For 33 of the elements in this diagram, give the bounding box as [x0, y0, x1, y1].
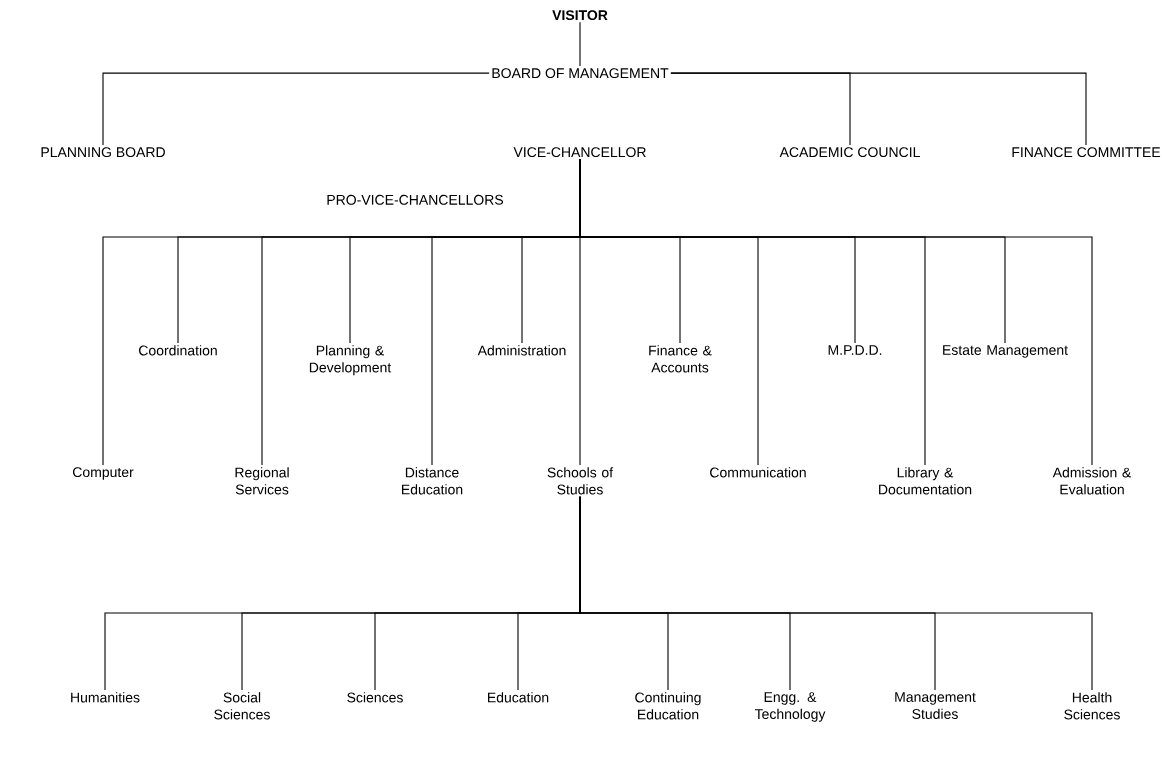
unit-label: Communication	[710, 467, 806, 478]
unit-label: Management Studies	[895, 692, 976, 719]
unit-label: Estate Management	[943, 345, 1068, 358]
unit-label: VICE-CHANCELLOR	[513, 147, 646, 158]
connector-line	[579, 158, 1093, 466]
unit-label: PLANNING BOARD	[41, 147, 165, 158]
unit-label: Sciences	[347, 692, 403, 703]
unit-label: Library & Documentation	[879, 467, 972, 495]
unit-label: M.P.D.D.	[828, 345, 882, 355]
title-text: VISITOR	[552, 10, 608, 21]
unit-label: Health Sciences	[1064, 692, 1120, 720]
unit-label: FINANCE COMMITTEE	[1012, 147, 1161, 158]
connector-line	[670, 72, 1087, 146]
connector-line	[102, 72, 490, 146]
unit-label: Admission & Evaluation	[1052, 467, 1132, 495]
unit-label: Administration	[477, 345, 566, 356]
unit-label: Planning & Development	[309, 345, 392, 376]
connector-line	[579, 21, 581, 67]
unit-label: Engg. & Technology	[754, 692, 826, 722]
unit-label: Humanities	[71, 692, 140, 703]
unit-label: Coordination	[139, 345, 217, 356]
unit-label: ACADEMIC COUNCIL	[779, 147, 920, 158]
unit-label: Schools of Studies	[547, 467, 614, 495]
unit-label: Finance & Accounts	[649, 345, 712, 373]
unit-label: Distance Education	[402, 467, 463, 495]
connector-line	[579, 496, 1093, 691]
unit-label: Regional Services	[235, 467, 289, 495]
unit-label: Continuing Education	[635, 692, 701, 720]
label-text: PRO-VICE-CHANCELLORS	[327, 194, 504, 205]
unit-label: Education	[488, 692, 549, 703]
unit-label: Social Sciences	[214, 692, 270, 720]
unit-label: BOARD OF MANAGEMENT	[492, 68, 669, 79]
unit-label: Computer	[73, 467, 134, 480]
